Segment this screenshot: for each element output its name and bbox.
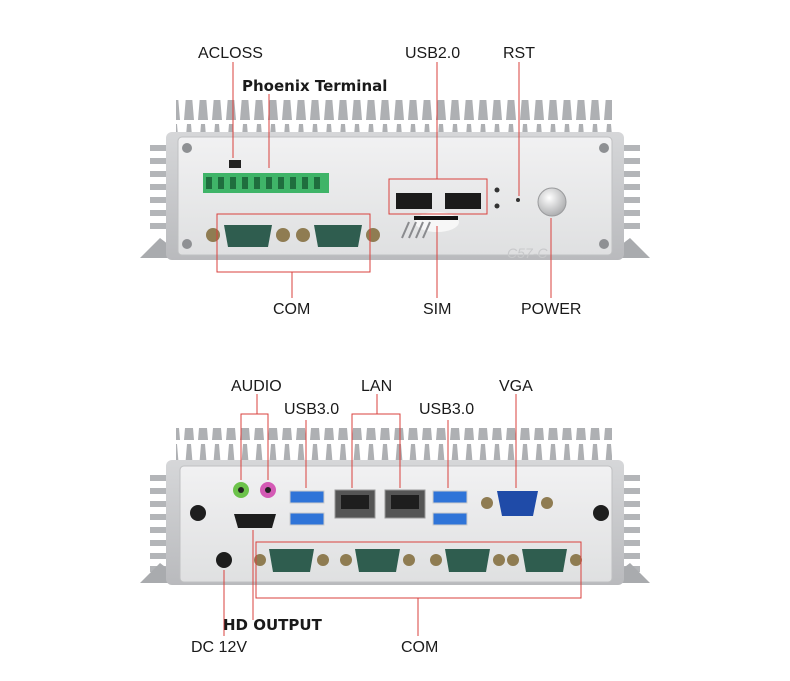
bottom-unit <box>140 428 650 585</box>
usb2-port-1 <box>396 193 432 209</box>
usb2-label: USB2.0 <box>405 45 461 62</box>
usb2-port-2 <box>445 193 481 209</box>
usb3-left-2 <box>289 512 325 526</box>
bottom-com-port-2 <box>340 549 415 572</box>
acloss-switch <box>229 160 241 168</box>
top-com-label: COM <box>273 301 311 318</box>
vga-label: VGA <box>499 378 533 395</box>
audio-label: AUDIO <box>231 378 282 395</box>
dc-12v-label: DC 12V <box>191 639 248 656</box>
vga-port <box>497 491 538 516</box>
sim-slot <box>414 216 458 220</box>
usb3-left-1 <box>289 490 325 504</box>
bottom-com-label: COM <box>401 639 439 656</box>
power-button-shape <box>537 187 567 217</box>
bottom-com-port-1 <box>254 549 329 572</box>
bottom-com-port-4 <box>507 549 582 572</box>
embossed-model-text: C57-C <box>507 245 548 261</box>
bottom-com-port-3 <box>430 549 505 572</box>
hdmi-port <box>234 514 276 528</box>
hd-output-label: HD OUTPUT <box>223 616 322 634</box>
usb3-left-label: USB3.0 <box>284 401 340 418</box>
dc-jack <box>216 552 232 568</box>
top-unit <box>140 100 650 260</box>
power-label: POWER <box>521 301 582 318</box>
bottom-callouts <box>223 394 582 636</box>
top-side-fins <box>150 145 640 229</box>
usb3-right-label: USB3.0 <box>419 401 475 418</box>
acloss-label: ACLOSS <box>198 45 263 62</box>
rst-hole <box>516 198 520 202</box>
phoenix-terminal <box>203 173 329 193</box>
usb3-right-1 <box>432 490 468 504</box>
top-screws <box>182 143 609 249</box>
usb3-right-2 <box>432 512 468 526</box>
sim-label: SIM <box>423 301 452 318</box>
rst-label: RST <box>503 45 535 62</box>
top-callouts <box>216 62 552 298</box>
lan-label: LAN <box>361 378 393 395</box>
top-com-port-1 <box>206 225 290 247</box>
phoenix-terminal-label: Phoenix Terminal <box>242 77 388 95</box>
top-faceplate <box>177 136 613 256</box>
